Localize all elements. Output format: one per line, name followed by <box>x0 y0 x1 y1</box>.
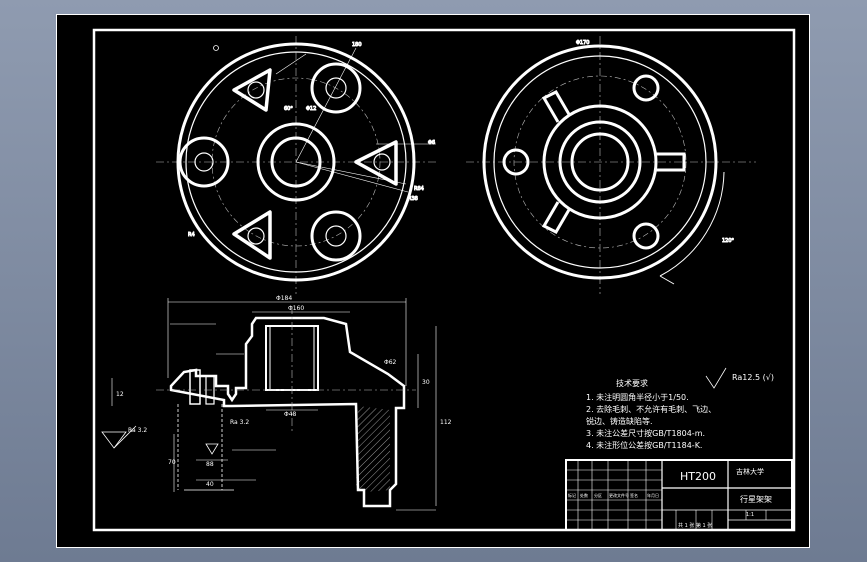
dim-88: 88 <box>206 461 214 468</box>
sheet-count: 共 1 张 第 1 张 <box>678 522 712 529</box>
dim-d184: Φ184 <box>276 295 292 302</box>
tb-label-zone: 分区 <box>594 492 602 498</box>
note-1: 1. 未注明圆角半径小于1/50. <box>586 392 689 402</box>
svg-text:R84: R84 <box>414 186 424 192</box>
tb-label-count: 处数 <box>580 492 588 498</box>
title-block-text: 标记 处数 分区 更改文件号 签名 年月日 HT200 吉林大学 行星架架 1:… <box>568 467 772 529</box>
note-4: 3. 未注公差尺寸按GB/T1804-m. <box>586 428 705 438</box>
school-name: 吉林大学 <box>736 467 764 476</box>
svg-text:60°: 60° <box>284 106 293 112</box>
scale-value: 1:1 <box>746 512 754 518</box>
dim-12: 12 <box>116 391 124 398</box>
part-name: 行星架架 <box>740 494 772 504</box>
tb-label-change: 更改文件号 <box>609 492 629 498</box>
dim-d48: Φ48 <box>284 411 297 418</box>
note-5: 4. 未注形位公差按GB/T1184-K. <box>586 440 702 450</box>
drawing-viewport[interactable]: 180 R84 R38 60° Φ12 Φ6 R4 Φ170 120° <box>56 14 810 548</box>
roughness-label: Ra 3.2 <box>128 427 147 434</box>
svg-text:R4: R4 <box>188 232 195 238</box>
dim-d62: Φ62 <box>384 359 397 366</box>
tb-label-mark: 标记 <box>568 492 576 498</box>
dim-70: 70 <box>168 459 176 466</box>
svg-text:R38: R38 <box>408 196 418 202</box>
section-dims: Φ184 Φ160 Φ48 Φ62 30 12 70 112 88 40 Ra … <box>116 295 452 488</box>
cad-drawing: 180 R84 R38 60° Φ12 Φ6 R4 Φ170 120° <box>56 14 810 548</box>
general-roughness: Ra12.5 (√) <box>732 373 774 382</box>
note-2: 2. 去除毛刺、不允许有毛刺、飞边、 <box>586 404 716 414</box>
technical-notes: 技术要求 1. 未注明圆角半径小于1/50. 2. 去除毛刺、不允许有毛刺、飞边… <box>586 373 774 450</box>
top-view-left: 180 R84 R38 60° Φ12 Φ6 R4 <box>156 36 436 294</box>
drawing-frame <box>92 28 796 532</box>
top-view-right: Φ170 120° <box>466 36 756 294</box>
material-label: HT200 <box>680 470 716 483</box>
roughness-label-2: Ra 3.2 <box>230 419 249 426</box>
dim-40: 40 <box>206 481 214 488</box>
dim-d160: Φ160 <box>288 305 304 312</box>
title-block <box>565 459 793 531</box>
svg-text:180: 180 <box>352 42 362 48</box>
svg-text:120°: 120° <box>722 238 735 244</box>
dim-30: 30 <box>422 379 430 386</box>
tb-label-date: 年月日 <box>647 492 659 498</box>
tb-label-sign: 签名 <box>630 492 638 498</box>
notes-title: 技术要求 <box>616 378 648 388</box>
section-view <box>101 298 727 511</box>
dim-112: 112 <box>440 419 452 426</box>
outer-border <box>56 14 810 548</box>
svg-text:Φ170: Φ170 <box>576 40 589 46</box>
svg-text:Φ6: Φ6 <box>428 140 435 146</box>
svg-text:Φ12: Φ12 <box>306 106 316 112</box>
note-3: 锐边、铸造缺陷等. <box>586 416 653 426</box>
